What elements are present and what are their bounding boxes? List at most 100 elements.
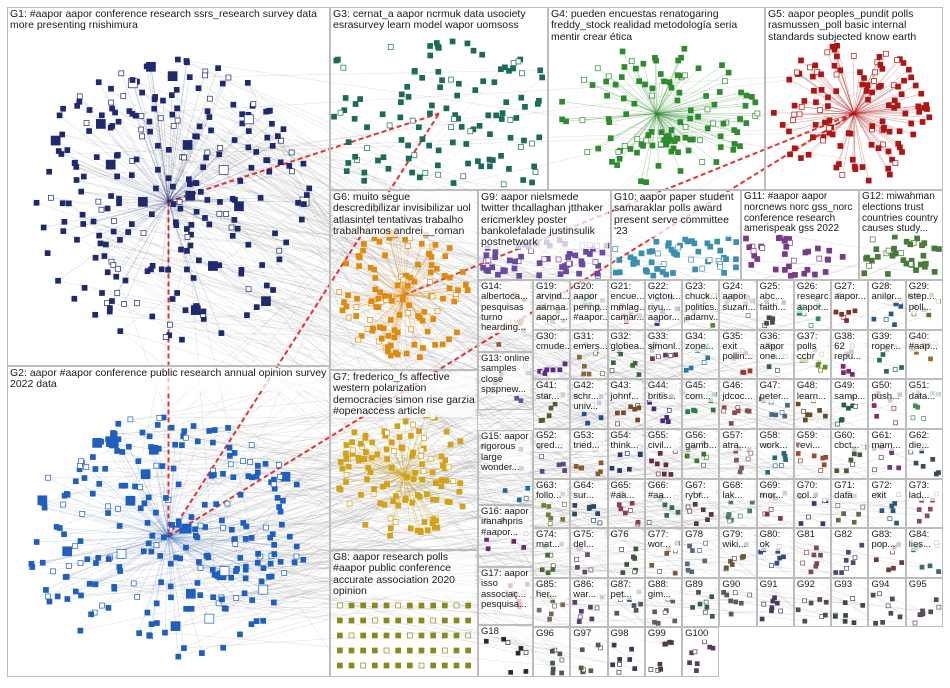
- group-g34: G34: zone...: [682, 329, 720, 380]
- node: [93, 154, 100, 160]
- edge: [391, 442, 405, 476]
- edge: [656, 75, 678, 114]
- edge: [372, 294, 405, 329]
- edge: [358, 294, 405, 340]
- edge: [168, 201, 249, 290]
- edge: [93, 201, 169, 222]
- edge: [403, 294, 432, 297]
- edge: [789, 79, 855, 114]
- edge: [656, 113, 677, 139]
- node: [160, 97, 166, 104]
- edge: [168, 179, 190, 202]
- edge: [853, 90, 867, 114]
- group-g79: G79: wiki...: [719, 528, 757, 578]
- edge: [399, 437, 405, 476]
- edge: [176, 89, 215, 575]
- edge: [74, 162, 169, 202]
- group-label: G67: rybr...: [685, 480, 717, 501]
- edge: [403, 294, 438, 312]
- group-label: G57: atra...: [722, 430, 754, 452]
- group-label: G54: think...: [610, 430, 642, 452]
- group-g46: G46: jdcoc...: [719, 379, 757, 429]
- edge: [157, 169, 169, 202]
- group-g41: G41: star...: [533, 379, 571, 429]
- edge: [401, 447, 405, 476]
- group-g68: G68: lak...: [719, 478, 757, 529]
- group-g18: G18: [478, 625, 533, 677]
- edge: [403, 455, 413, 476]
- edge: [168, 83, 223, 202]
- edge: [138, 536, 169, 634]
- edge: [95, 490, 506, 564]
- edge: [656, 113, 675, 141]
- edge: [99, 201, 169, 236]
- group-g32: G32: globea...: [607, 329, 645, 380]
- edge: [656, 113, 662, 145]
- edge: [44, 507, 169, 537]
- group-label: G66: #aa...: [647, 480, 680, 501]
- group-label: G27: aapor...: [834, 281, 866, 303]
- edge: [403, 417, 436, 476]
- node: [245, 128, 252, 134]
- edge: [135, 115, 928, 517]
- edge: [362, 446, 405, 476]
- edge: [812, 76, 855, 114]
- edge: [403, 284, 466, 296]
- edge: [385, 435, 405, 476]
- node: [60, 228, 67, 234]
- edge: [168, 77, 191, 202]
- edge: [403, 239, 406, 296]
- edge: [42, 502, 169, 537]
- edge: [168, 201, 276, 234]
- edge: [598, 113, 657, 149]
- group-g83: G83: pop...: [868, 528, 906, 578]
- edge: [213, 323, 658, 598]
- node: [231, 137, 238, 143]
- edge: [168, 536, 270, 578]
- edge: [853, 106, 919, 114]
- group-g60: G60: cbct...: [831, 428, 869, 479]
- node: [239, 111, 245, 118]
- edge: [827, 52, 855, 114]
- edge: [117, 176, 169, 202]
- group-label: G42: schr... univ...: [573, 381, 605, 412]
- edge: [162, 100, 169, 202]
- group-label: G41: star...: [536, 381, 568, 402]
- edge: [95, 201, 169, 258]
- edge: [380, 474, 405, 504]
- edge: [221, 597, 659, 624]
- edge: [132, 79, 169, 202]
- edge: [815, 102, 855, 114]
- edge: [384, 474, 405, 505]
- edge: [403, 294, 425, 313]
- edge: [150, 66, 169, 202]
- edge: [352, 450, 405, 476]
- edge: [134, 486, 169, 537]
- group-label: G100: [685, 629, 717, 640]
- group-label: G51: data...: [908, 381, 940, 402]
- edge: [656, 113, 721, 137]
- edge: [403, 444, 451, 476]
- group-label: G97: [573, 629, 605, 640]
- node: [99, 290, 105, 296]
- edge: [403, 294, 458, 333]
- edge: [156, 447, 695, 466]
- edge: [853, 113, 883, 131]
- group-g65: G65: #aa...: [607, 478, 645, 529]
- node: [96, 232, 103, 239]
- edge: [359, 257, 405, 296]
- edge: [656, 104, 715, 114]
- group-g91: G91: [756, 577, 794, 628]
- node: [139, 133, 145, 140]
- edge: [836, 113, 855, 168]
- edge: [168, 536, 210, 619]
- edge: [193, 277, 847, 561]
- edge: [403, 275, 445, 296]
- edge: [656, 113, 714, 124]
- edge: [853, 113, 873, 130]
- edge: [66, 576, 555, 651]
- edge: [289, 394, 900, 537]
- edge: [168, 536, 218, 577]
- edge: [853, 113, 885, 129]
- node: [208, 127, 214, 134]
